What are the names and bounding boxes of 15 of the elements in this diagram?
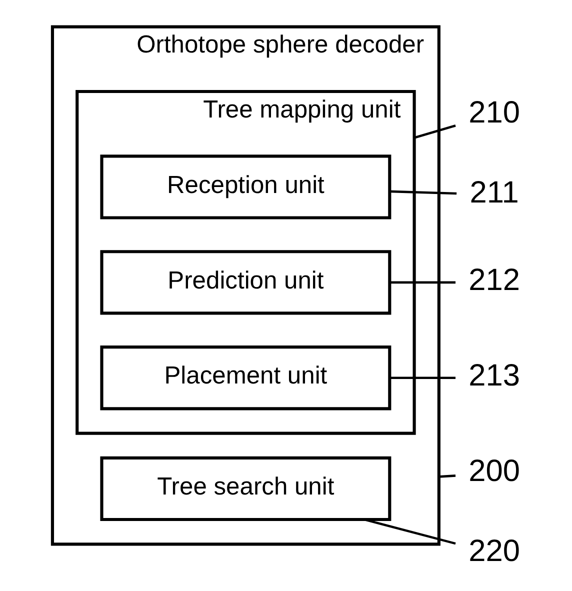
node-text: 212 [468, 262, 520, 298]
node-text: 213 [468, 358, 520, 393]
node-text: 200 [468, 453, 520, 488]
node-text: 210 [468, 94, 520, 130]
connector [413, 124, 456, 139]
connector [389, 281, 456, 284]
node-box: Placement unit [100, 346, 391, 410]
node-box: Prediction unit [100, 250, 391, 315]
node-box: Tree search unit [100, 456, 391, 522]
node-text: 211 [469, 174, 518, 210]
connector [389, 376, 456, 380]
node-box: Reception unit [100, 154, 391, 220]
node-text: 220 [468, 533, 520, 568]
connector [438, 474, 456, 478]
connector [389, 190, 456, 195]
